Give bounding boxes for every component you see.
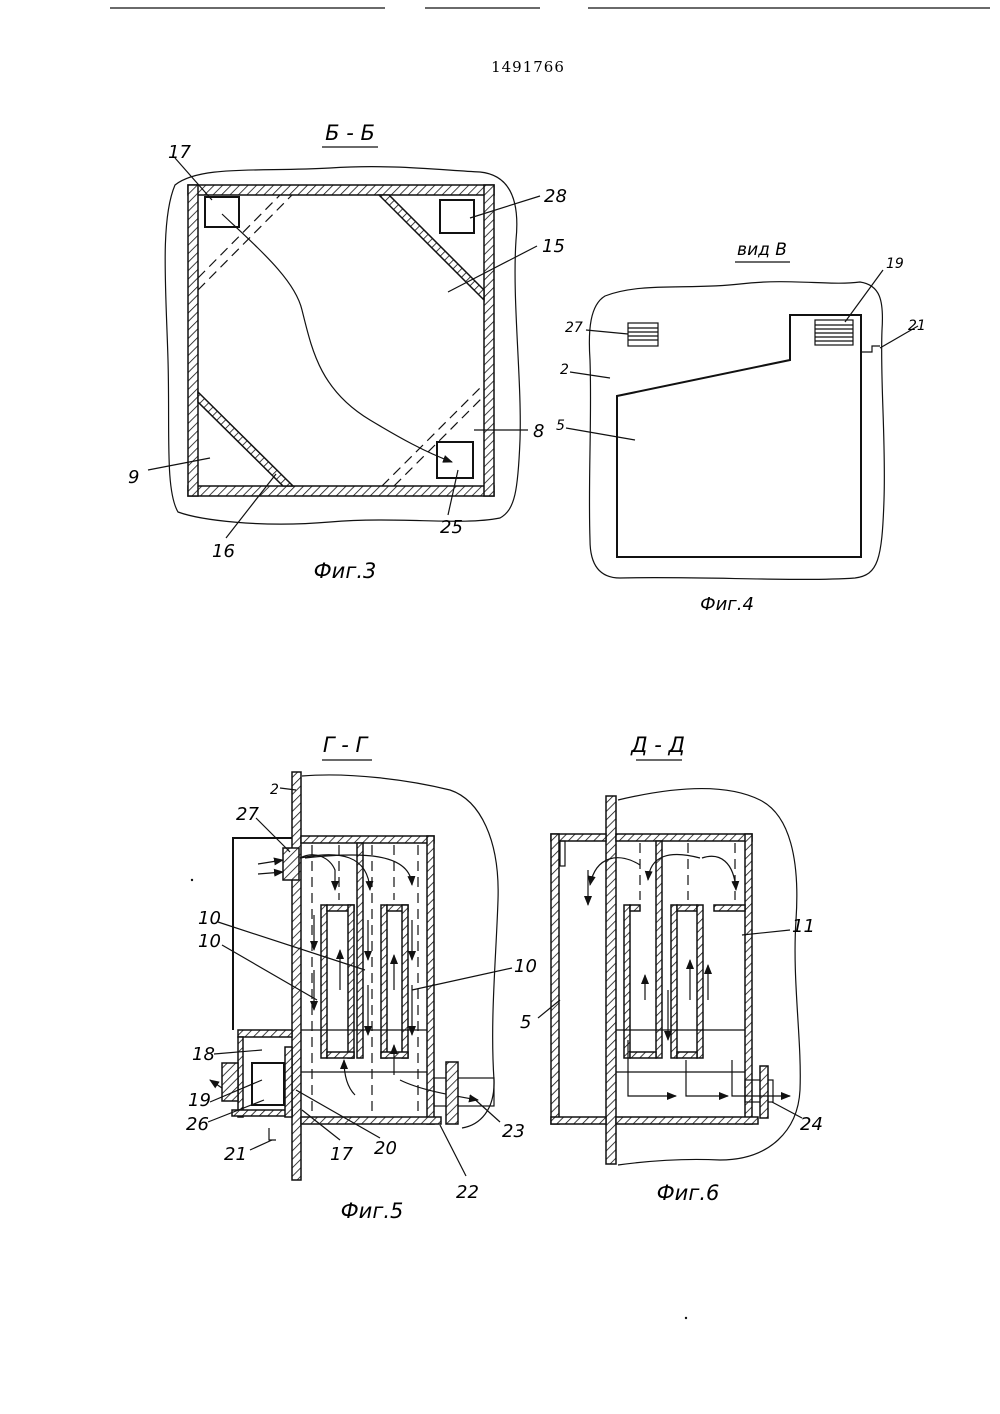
figure-6: Д - Д [520, 733, 823, 1205]
fig5-bottom-plate [301, 1117, 441, 1124]
fig4-caption: Фиг.4 [700, 594, 754, 615]
fig3-label-28: 28 [544, 186, 567, 207]
fig4-label-5: 5 [556, 418, 565, 434]
fig5-damper-20 [285, 1047, 292, 1117]
fig3-left-wall [188, 185, 198, 496]
fig3-label-9: 9 [128, 467, 139, 488]
fig3-label-16: 16 [212, 541, 235, 562]
fig3-top-wall [188, 185, 494, 195]
fig4-label-19: 19 [886, 256, 904, 272]
fig4-grille-19 [815, 320, 853, 345]
fig3-label-25: 25 [440, 517, 463, 538]
fig3-dashed-partition-br [382, 384, 484, 486]
fig3-label-17: 17 [168, 142, 191, 163]
fig3-caption: Фиг.3 [314, 559, 377, 583]
fig5-label-19: 19 [188, 1090, 211, 1111]
fig4-label-2: 2 [560, 362, 569, 378]
fig4-break-outline [589, 282, 884, 580]
fig4-latch-21 [861, 346, 880, 352]
fig6-caption: Фиг.6 [657, 1181, 720, 1205]
fig5-caption: Фиг.5 [341, 1199, 404, 1223]
fig3-port-25 [437, 442, 473, 478]
fig5-break-outline [302, 775, 498, 1128]
fig3-port-17 [205, 197, 239, 227]
figure-3: Б - Б 17 28 15 8 9 [128, 121, 567, 583]
fig6-label-5: 5 [520, 1012, 531, 1033]
fig5-channel-wall-c [381, 905, 387, 1058]
fig3-label-15: 15 [542, 236, 565, 257]
fig5-label-26: 26 [186, 1114, 209, 1135]
fig4-grille-27 [628, 323, 658, 346]
fig6-wall [606, 796, 616, 1164]
fig4-label-21: 21 [908, 318, 926, 334]
fig5-latch-21 [269, 1128, 276, 1140]
fig5-label-17: 17 [330, 1144, 353, 1165]
fig5-box-18-top [238, 1030, 292, 1037]
fig3-partition-16 [198, 392, 293, 486]
fig6-label-24: 24 [800, 1114, 823, 1135]
fig3-section-title: Б - Б [325, 121, 375, 145]
fig5-channel-wall-b [357, 843, 363, 1058]
fig5-label-10c: 10 [514, 956, 537, 977]
fig5-label-10b: 10 [198, 931, 221, 952]
fig4-section-title: вид В [737, 240, 787, 260]
fig5-label-21: 21 [224, 1144, 247, 1165]
fig5-label-22: 22 [456, 1182, 479, 1203]
fig5-label-23: 23 [502, 1121, 525, 1142]
fig5-label-27: 27 [236, 804, 259, 825]
figure-5: Г - Г [186, 733, 537, 1223]
fig5-label-18: 18 [192, 1044, 215, 1065]
fig5-channel-wall-a [321, 905, 327, 1058]
fig5-right-plate [427, 836, 434, 1124]
fig3-right-wall [484, 185, 494, 496]
fig5-grille-27 [283, 848, 299, 880]
fig5-outlet-pipe-23 [434, 1078, 494, 1106]
fig6-channel-wall-11 [656, 841, 662, 1058]
figure-4: вид В 19 21 27 2 5 [556, 240, 926, 615]
fig3-flow-arrow [222, 214, 452, 462]
fig3-partition-15 [379, 195, 484, 300]
fig6-section-title: Д - Д [630, 733, 685, 757]
fig5-label-10a: 10 [198, 908, 221, 929]
fig3-bottom-wall [188, 486, 494, 496]
fig3-break-outline [165, 167, 520, 524]
fig5-section-title: Г - Г [323, 733, 370, 757]
fig4-label-27: 27 [565, 320, 583, 336]
fig5-label-2: 2 [270, 782, 279, 798]
fig6-housing-5 [551, 834, 559, 1124]
fig5-port-26 [252, 1063, 284, 1105]
fig3-label-8: 8 [533, 421, 544, 442]
fig5-wall-2 [292, 772, 301, 1180]
fig4-housing-5 [617, 315, 861, 557]
fig5-top-plate [301, 836, 434, 843]
fig6-label-11: 11 [792, 916, 815, 937]
fig3-port-28 [440, 200, 474, 233]
fig5-label-20: 20 [374, 1138, 397, 1159]
patent-number: 1491766 [491, 58, 565, 76]
